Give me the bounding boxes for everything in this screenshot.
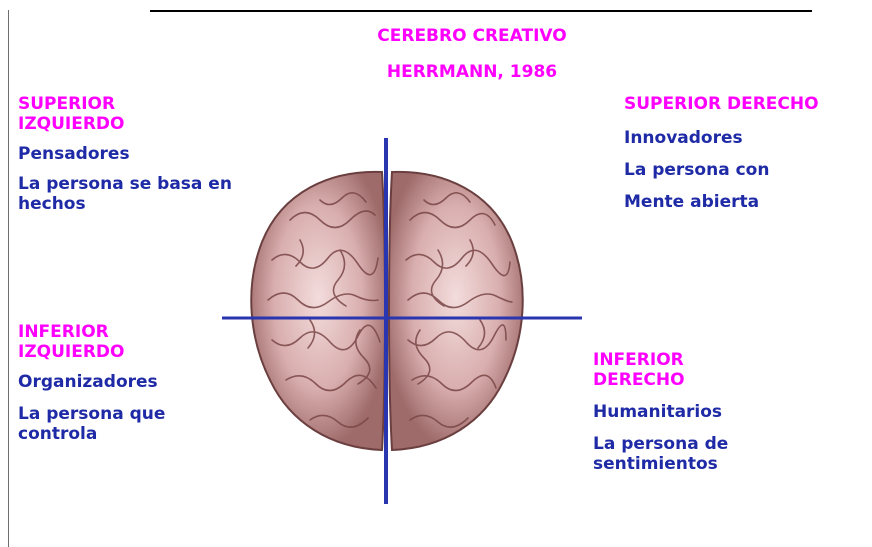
quadrant-lower-left: INFERIOR IZQUIERDO Organizadores La pers…	[18, 322, 238, 444]
title-line-1: CEREBRO CREATIVO	[377, 26, 567, 46]
quadrant-item: Organizadores	[18, 372, 158, 392]
title-line-2: HERRMANN, 1986	[386, 62, 558, 82]
quadrant-heading: INFERIOR IZQUIERDO	[18, 322, 125, 362]
brain-gyri	[267, 192, 513, 428]
quadrant-item: Humanitarios	[593, 402, 723, 422]
quadrant-item: La persona se basa en hechos	[18, 174, 232, 214]
right-hemisphere	[388, 170, 524, 452]
quadrant-heading: INFERIOR DERECHO	[593, 350, 685, 390]
brain-illustration	[222, 138, 582, 504]
quadrant-upper-right: SUPERIOR DERECHO Innovadores La persona …	[624, 94, 872, 212]
quadrant-heading: SUPERIOR IZQUIERDO	[18, 94, 125, 134]
top-rule	[150, 10, 812, 12]
quadrant-lower-right: INFERIOR DERECHO Humanitarios La persona…	[593, 350, 833, 474]
quadrant-item: Mente abierta	[624, 192, 760, 212]
quadrant-item: Pensadores	[18, 144, 130, 164]
left-border	[8, 10, 9, 547]
quadrant-item: La persona que controla	[18, 404, 166, 444]
quadrant-heading: SUPERIOR DERECHO	[624, 94, 819, 114]
quadrant-item: Innovadores	[624, 128, 743, 148]
quadrant-upper-left: SUPERIOR IZQUIERDO Pensadores La persona…	[18, 94, 288, 214]
quadrant-item: La persona con	[624, 160, 770, 180]
quadrant-item: La persona de sentimientos	[593, 434, 729, 474]
